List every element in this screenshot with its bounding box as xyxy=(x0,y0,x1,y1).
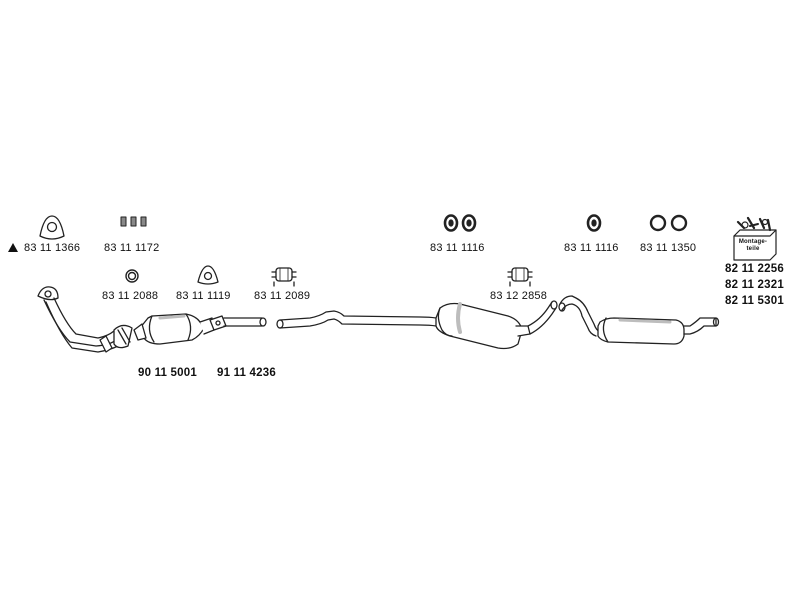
center-pipe xyxy=(276,310,437,329)
part-number-label: 83 12 2858 xyxy=(490,290,548,302)
mounting-kit-box-icon xyxy=(733,216,777,261)
flex-joint xyxy=(113,324,133,349)
part-number-label: 83 11 1172 xyxy=(104,242,160,254)
intermediate-pipe xyxy=(209,315,267,331)
flange-gasket-icon xyxy=(39,215,65,240)
seal-ring-icon xyxy=(125,269,139,283)
part-number-label: 83 11 1116 xyxy=(430,242,485,254)
rear-muffler xyxy=(558,295,720,345)
pipe-clamp-icon xyxy=(271,267,297,287)
part-number-label: 83 11 2089 xyxy=(254,290,311,302)
rubber-mount-icon xyxy=(120,216,147,227)
warning-triangle-icon xyxy=(8,243,18,252)
mounting-kit-label: Montage-teile xyxy=(738,239,768,252)
front-pipe xyxy=(37,286,119,353)
part-number-label: 83 11 1119 xyxy=(176,290,231,302)
rubber-ring-icon xyxy=(443,214,477,232)
seal-ring-icon xyxy=(649,214,688,232)
part-number-label: 82 11 5301 xyxy=(725,295,784,307)
part-number-label: 82 11 2321 xyxy=(725,279,784,291)
part-number-label: 82 11 2256 xyxy=(725,263,784,275)
part-number-label: 83 11 1366 xyxy=(24,242,81,254)
part-number-label: 83 11 1116 xyxy=(564,242,619,254)
part-number-label: 83 11 1350 xyxy=(640,242,697,254)
rubber-ring-icon xyxy=(586,214,602,232)
part-number-label: 91 11 4236 xyxy=(217,367,276,379)
middle-muffler xyxy=(435,300,558,350)
flange-gasket-icon xyxy=(197,265,219,285)
catalytic-converter xyxy=(133,313,215,345)
part-number-label: 83 11 2088 xyxy=(102,290,159,302)
part-number-label: 90 11 5001 xyxy=(138,367,197,379)
pipe-clamp-icon xyxy=(507,267,533,287)
